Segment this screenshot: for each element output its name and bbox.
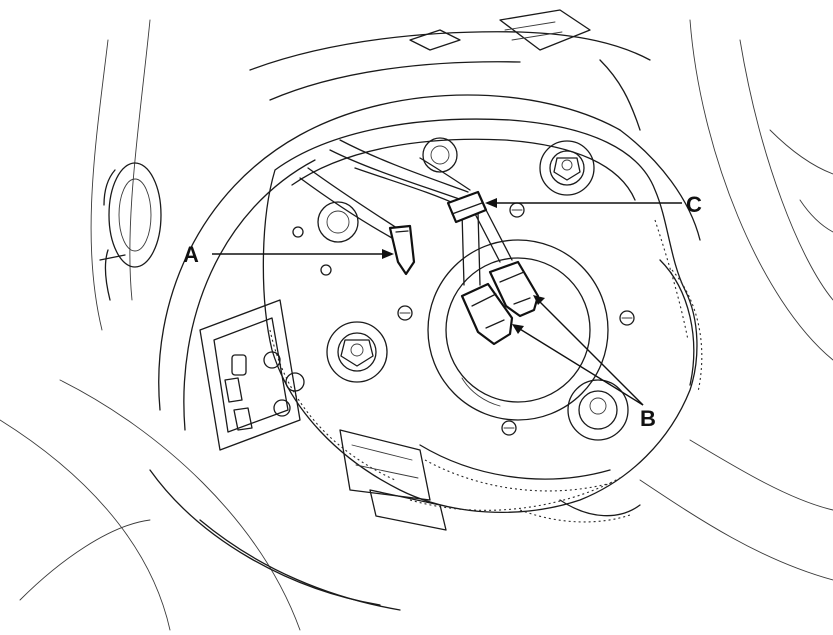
connector-a [388,224,416,276]
clock-spring [427,239,609,421]
bolt-left-upper [317,201,359,243]
bolt-left [326,321,388,383]
arrowheads [382,198,545,334]
column-stalk [99,162,162,301]
dashboard-background [0,19,833,631]
connectors-b [460,260,540,346]
bolt-lower-right [567,379,629,441]
steering-wheel-hub [262,118,698,513]
right-lower-trim [419,259,703,523]
label-c: C [686,192,702,217]
steering-wheel-rim [149,94,701,611]
small-screws [292,202,635,436]
left-spoke-switches [199,299,447,531]
connector-b-lower [460,282,514,346]
upper-panel [249,9,651,131]
connector-b-upper [488,260,540,318]
leader-lines [212,202,682,406]
harness-clip-c [446,190,488,224]
label-a: A [183,242,199,267]
bolt-upper-left [422,137,458,173]
label-b: B [640,406,656,431]
mounting-bolts [317,137,629,441]
bolt-upper-right [539,140,595,196]
wiring-harness [299,139,513,286]
